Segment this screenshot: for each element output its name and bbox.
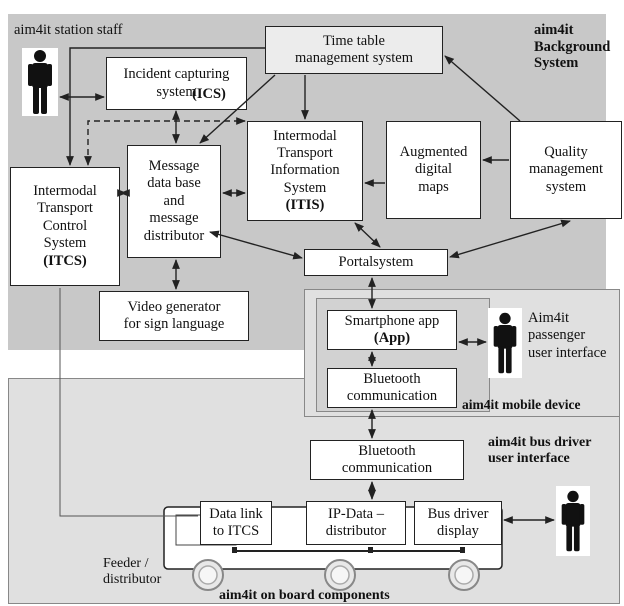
video-generator-label: Video generator for sign language: [123, 298, 225, 332]
timetable-label: Time table management system: [295, 32, 413, 66]
mobile-device-title: aim4it mobile device: [462, 397, 581, 412]
timetable-management-box: Time table management system: [265, 26, 443, 74]
ics-abbr: (ICS): [192, 86, 226, 102]
augmented-maps-label: Augmented digital maps: [399, 143, 468, 195]
ip-data-box: IP-Data – distributor: [306, 501, 406, 545]
person-icon-driver: [556, 486, 590, 556]
data-link-label: Data link to ITCS: [209, 506, 263, 539]
bluetooth-bus-label: Bluetooth communication: [341, 443, 433, 476]
ics-label: Incident capturing system: [123, 66, 230, 100]
person-silhouette: [28, 50, 52, 114]
itis-label: Intermodal Transport Information System: [270, 127, 340, 196]
person-silhouette: [561, 490, 585, 552]
quality-management-label: Quality management system: [528, 143, 604, 195]
bus-driver-ui-title: aim4it bus driver user interface: [488, 435, 592, 467]
bluetooth-mobile-label: Bluetooth communication: [346, 371, 438, 404]
person-icon-staff: [22, 48, 58, 116]
itcs-box: Intermodal Transport Control System (ITC…: [10, 167, 120, 286]
person-icon-passenger: [488, 308, 522, 378]
portal-system-label: Portalsystem: [338, 253, 414, 270]
ics-box: Incident capturing system (ICS): [106, 57, 247, 110]
itis-box: Intermodal Transport Information System …: [247, 121, 363, 221]
smartphone-app-label: Smartphone app: [344, 313, 440, 330]
augmented-maps-box: Augmented digital maps: [386, 121, 481, 219]
portal-system-box: Portalsystem: [304, 249, 448, 276]
person-silhouette: [493, 312, 517, 374]
driver-display-label: Bus driver display: [427, 506, 489, 539]
background-system-title: aim4it Background System: [534, 22, 611, 72]
data-link-box: Data link to ITCS: [200, 501, 272, 545]
smartphone-app-box: Smartphone app (App): [327, 310, 457, 350]
driver-display-box: Bus driver display: [414, 501, 502, 545]
itis-abbr: (ITIS): [285, 197, 325, 214]
feeder-distributor-label: Feeder / distributor: [103, 556, 162, 588]
passenger-ui-label: Aim4it passenger user interface: [528, 310, 607, 361]
on-board-title: aim4it on board components: [219, 588, 390, 603]
bluetooth-mobile-box: Bluetooth communication: [327, 368, 457, 408]
video-generator-box: Video generator for sign language: [99, 291, 249, 341]
bluetooth-bus-box: Bluetooth communication: [310, 440, 464, 480]
station-staff-label: aim4it station staff: [14, 22, 123, 38]
itcs-abbr: (ITCS): [43, 252, 87, 269]
itcs-label: Intermodal Transport Control System: [33, 183, 97, 252]
smartphone-app-abbr: (App): [373, 330, 411, 346]
ip-data-label: IP-Data – distributor: [325, 506, 387, 539]
quality-management-box: Quality management system: [510, 121, 622, 219]
